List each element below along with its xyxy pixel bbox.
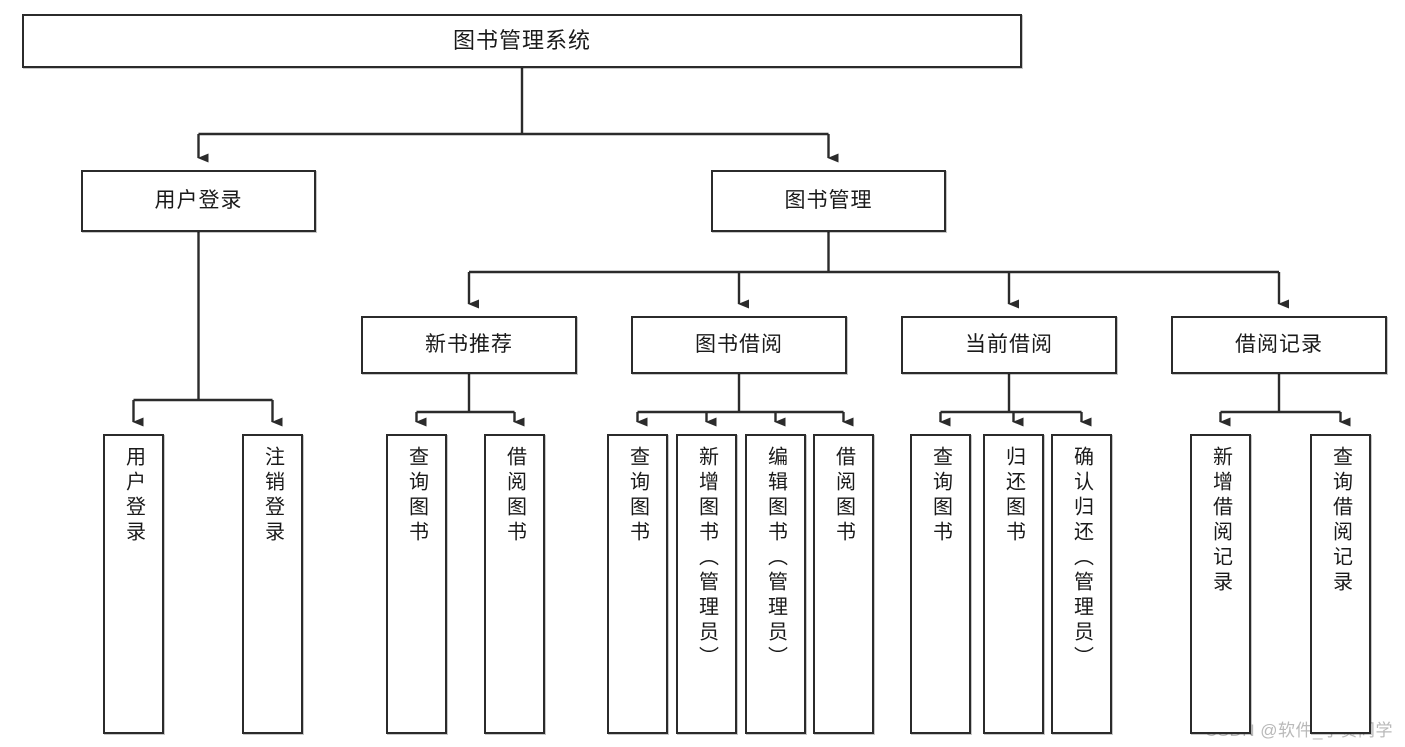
node-new-book-rec[interactable]: 新书推荐 <box>361 316 577 374</box>
node-label: 当前借阅 <box>965 333 1053 357</box>
node-label: 用户登录 <box>122 446 145 546</box>
node-label: 借阅图书 <box>832 446 855 546</box>
node-leaf-return-book[interactable]: 归还图书 <box>983 434 1044 734</box>
node-label: 图书借阅 <box>695 333 783 357</box>
node-label: 借阅图书 <box>503 446 526 546</box>
node-label: 查询图书 <box>626 446 649 546</box>
node-book-manage[interactable]: 图书管理 <box>711 170 946 232</box>
node-leaf-query-record[interactable]: 查询借阅记录 <box>1310 434 1371 734</box>
node-label: 确认归还（管理员） <box>1070 446 1093 671</box>
node-leaf-user-login[interactable]: 用户登录 <box>103 434 164 734</box>
node-leaf-query-book-1[interactable]: 查询图书 <box>386 434 447 734</box>
node-book-borrow[interactable]: 图书借阅 <box>631 316 847 374</box>
node-leaf-borrow-book-2[interactable]: 借阅图书 <box>813 434 874 734</box>
node-label: 新书推荐 <box>425 333 513 357</box>
node-label: 借阅记录 <box>1235 333 1323 357</box>
node-label: 新增借阅记录 <box>1209 446 1232 596</box>
node-leaf-edit-book[interactable]: 编辑图书（管理员） <box>745 434 806 734</box>
node-label: 查询图书 <box>405 446 428 546</box>
node-leaf-user-logout[interactable]: 注销登录 <box>242 434 303 734</box>
node-leaf-query-book-3[interactable]: 查询图书 <box>910 434 971 734</box>
node-current-borrow[interactable]: 当前借阅 <box>901 316 1117 374</box>
node-leaf-query-book-2[interactable]: 查询图书 <box>607 434 668 734</box>
node-user-login[interactable]: 用户登录 <box>81 170 316 232</box>
node-label: 归还图书 <box>1002 446 1025 546</box>
node-label: 用户登录 <box>154 189 243 213</box>
node-label: 注销登录 <box>261 446 284 546</box>
node-label: 查询借阅记录 <box>1329 446 1352 596</box>
node-leaf-add-record[interactable]: 新增借阅记录 <box>1190 434 1251 734</box>
node-label: 查询图书 <box>929 446 952 546</box>
node-leaf-add-book[interactable]: 新增图书（管理员） <box>676 434 737 734</box>
node-leaf-borrow-book-1[interactable]: 借阅图书 <box>484 434 545 734</box>
node-leaf-confirm-return[interactable]: 确认归还（管理员） <box>1051 434 1112 734</box>
node-label: 新增图书（管理员） <box>695 446 718 671</box>
node-label: 编辑图书（管理员） <box>764 446 787 671</box>
node-borrow-record[interactable]: 借阅记录 <box>1171 316 1387 374</box>
node-label: 图书管理系统 <box>452 27 591 53</box>
node-root[interactable]: 图书管理系统 <box>22 14 1022 68</box>
node-label: 图书管理 <box>784 189 873 213</box>
